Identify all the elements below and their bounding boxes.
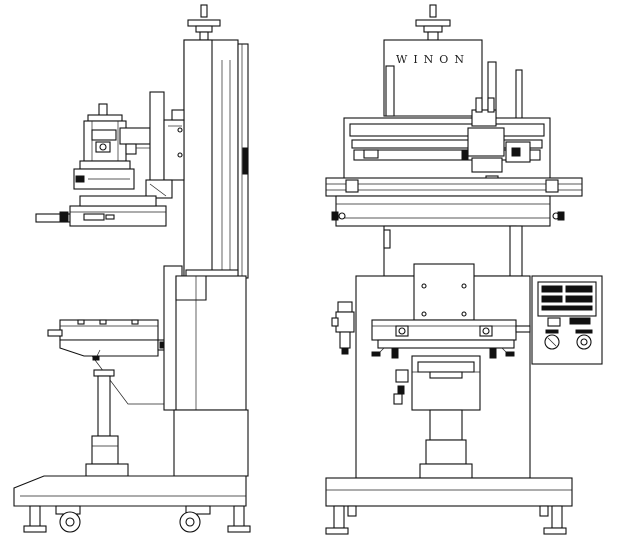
front-view: WINON: [325, 4, 603, 535]
base-side: [13, 475, 251, 533]
crosshead: [343, 97, 551, 213]
cross-rail: [325, 177, 583, 227]
top-knob-front: [415, 4, 451, 41]
column-bracket: [163, 265, 249, 477]
brand-logo: WINON: [396, 53, 470, 66]
base-front: [325, 477, 573, 535]
lift-cylinder-side: [85, 369, 129, 477]
front-table: [371, 319, 531, 359]
control-panel: [531, 275, 603, 365]
upper-table-side: [35, 195, 167, 227]
head-housing: WINON: [383, 39, 523, 129]
main-column: [183, 39, 249, 279]
caster-right: [179, 505, 211, 533]
print-head-side: [73, 91, 185, 199]
caster-left: [55, 505, 81, 533]
side-view: [13, 4, 251, 533]
air-filter: [331, 301, 355, 355]
lower-table-side: [47, 319, 167, 405]
top-knob: [187, 4, 221, 41]
